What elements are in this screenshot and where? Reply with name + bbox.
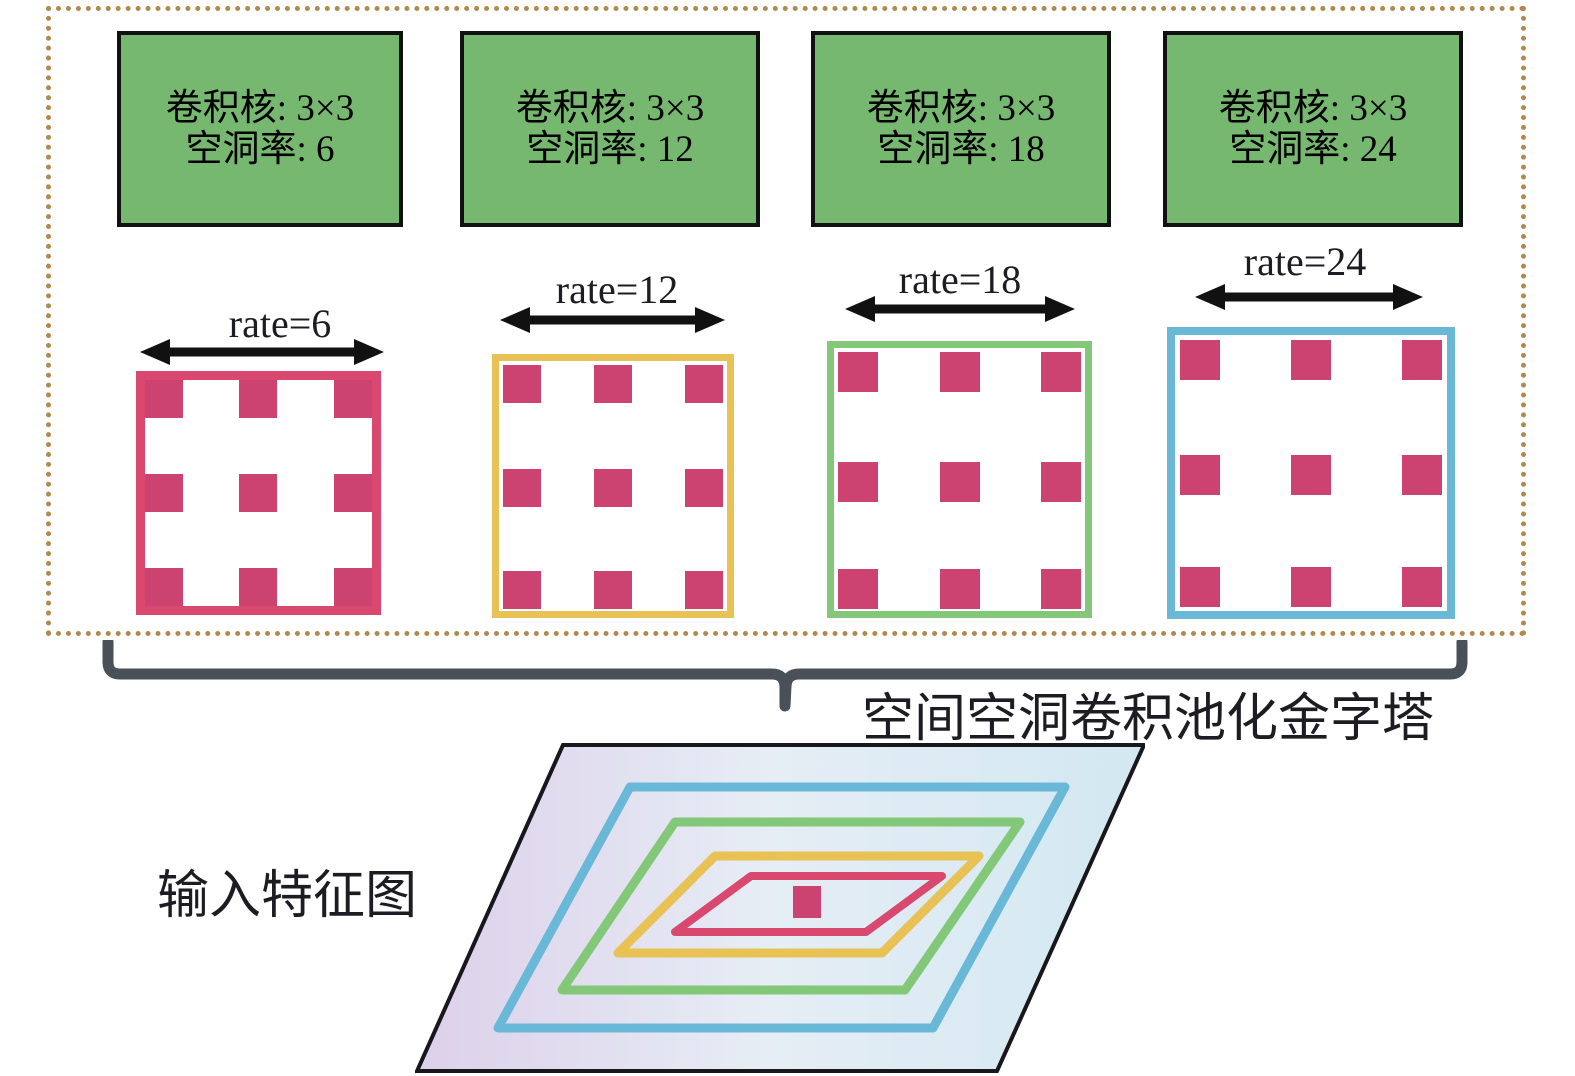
kernel-sample-point [145, 380, 183, 418]
rate-label-18: rate=18 [898, 257, 1022, 302]
kernel-sample-point [334, 380, 372, 418]
rate-label-6: rate=6 [228, 301, 332, 346]
kernel-sample-point [1041, 352, 1081, 392]
input-feature-map-plane [415, 743, 1145, 1073]
kernel-sample-point [838, 352, 878, 392]
kernel-sample-point [1291, 567, 1331, 607]
kernel-size-label: 卷积核: 3×3 [515, 87, 705, 129]
kernel-sample-point [1180, 567, 1220, 607]
kernel-sample-point [239, 568, 277, 606]
aspp-group-caption: 空间空洞卷积池化金字塔 [862, 691, 1435, 748]
kernel-sample-point [239, 380, 277, 418]
kernel-sample-point [1291, 455, 1331, 495]
kernel-sample-point [503, 469, 541, 507]
kernel-sample-point [145, 568, 183, 606]
kernel-size-label: 卷积核: 3×3 [165, 87, 355, 129]
dilation-rate-label: 空洞率: 24 [1229, 129, 1397, 170]
kernel-sample-point [594, 469, 632, 507]
kernel-sample-point [503, 365, 541, 403]
kernel-sample-point [838, 462, 878, 502]
input-feature-map-caption: 输入特征图 [157, 868, 418, 925]
kernel-sample-point [1041, 462, 1081, 502]
kernel-sample-point [594, 365, 632, 403]
kernel-sample-point [145, 474, 183, 512]
rate-arrow-18 [845, 296, 1075, 322]
center-sample-point [793, 886, 821, 918]
kernel-size-label: 卷积核: 3×3 [1218, 87, 1408, 129]
kernel-sample-point [334, 568, 372, 606]
kernel-sample-point [1180, 455, 1220, 495]
receptive-field-ring-rate18 [557, 817, 1025, 995]
kernel-sample-point [1402, 567, 1442, 607]
dilation-rate-label: 空洞率: 18 [877, 129, 1045, 170]
dilated-kernel-grid-rate18 [827, 341, 1092, 618]
dilated-kernel-grid-rate24 [1167, 327, 1455, 619]
dilation-rate-label: 空洞率: 6 [185, 129, 335, 170]
receptive-field-ring-rate24 [493, 782, 1070, 1033]
receptive-field-ring-rate12 [613, 851, 984, 958]
kernel-sample-point [685, 365, 723, 403]
kernel-sample-point [1402, 455, 1442, 495]
rate-label-12: rate=12 [555, 267, 679, 312]
dilated-kernel-grid-rate12 [492, 354, 734, 618]
kernel-info-box-rate12: 卷积核: 3×3 空洞率: 12 [460, 31, 760, 227]
rate-arrow-24 [1195, 284, 1423, 310]
kernel-sample-point [1180, 340, 1220, 380]
kernel-sample-point [940, 462, 980, 502]
rate-arrow-6 [140, 339, 384, 365]
kernel-sample-point [503, 571, 541, 609]
rate-label-24: rate=24 [1243, 239, 1367, 284]
kernel-sample-point [685, 469, 723, 507]
kernel-sample-point [594, 571, 632, 609]
kernel-size-label: 卷积核: 3×3 [866, 87, 1056, 129]
kernel-sample-point [334, 474, 372, 512]
dilation-rate-label: 空洞率: 12 [526, 129, 694, 170]
kernel-sample-point [685, 571, 723, 609]
rate-arrow-12 [500, 307, 725, 333]
kernel-info-box-rate6: 卷积核: 3×3 空洞率: 6 [117, 31, 403, 227]
kernel-sample-point [940, 569, 980, 609]
kernel-sample-point [1291, 340, 1331, 380]
kernel-sample-point [940, 352, 980, 392]
dilated-kernel-grid-rate6 [136, 371, 381, 615]
kernel-sample-point [838, 569, 878, 609]
kernel-sample-point [239, 474, 277, 512]
kernel-info-box-rate18: 卷积核: 3×3 空洞率: 18 [811, 31, 1111, 227]
kernel-sample-point [1041, 569, 1081, 609]
kernel-info-box-rate24: 卷积核: 3×3 空洞率: 24 [1163, 31, 1463, 227]
kernel-sample-point [1402, 340, 1442, 380]
grouping-brace [102, 640, 1468, 712]
receptive-field-ring-rate6 [671, 872, 946, 936]
feature-map-surface [415, 743, 1145, 1073]
